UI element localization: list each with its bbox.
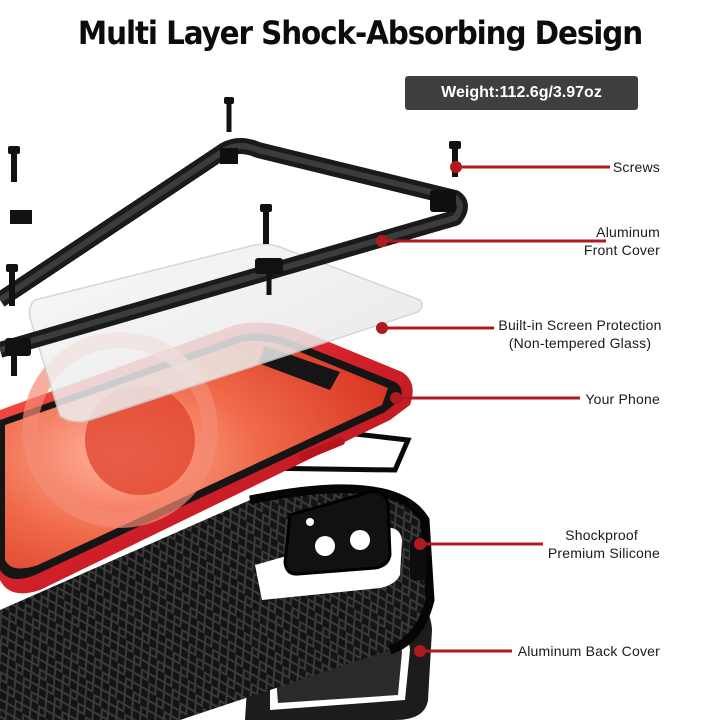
camera-guard-shape: [283, 490, 392, 576]
label-screen-protection-line-2: (Non-tempered Glass): [508, 335, 652, 351]
screw-6: [264, 260, 274, 295]
screw-1: [224, 97, 234, 132]
page-title: Multi Layer Shock-Absorbing Design: [77, 14, 643, 52]
callout-line-phone: [390, 392, 580, 404]
callout-line-silicone: [414, 538, 543, 550]
label-front-cover-line-1: Aluminum: [596, 224, 660, 240]
label-phone-line-1: Your Phone: [585, 391, 660, 407]
front-cover-shape: [0, 138, 468, 358]
screw-3: [8, 146, 20, 182]
weight-badge: Weight:112.6g/3.97oz: [405, 76, 638, 110]
callout-line-front-cover: [376, 235, 606, 247]
label-front-cover: Aluminum Front Cover: [584, 223, 660, 259]
label-front-cover-line-2: Front Cover: [583, 242, 660, 258]
label-screws-line-1: Screws: [612, 159, 660, 175]
callout-line-screws: [450, 161, 610, 173]
label-back-cover: Aluminum Back Cover: [518, 642, 660, 660]
label-screen-protection: Built-in Screen Protection (Non-tempered…: [497, 316, 663, 352]
label-silicone-line-1: Shockproof: [565, 527, 638, 543]
label-silicone: Shockproof Premium Silicone: [548, 526, 660, 562]
label-silicone-line-2: Premium Silicone: [547, 545, 660, 561]
label-screen-protection-line-1: Built-in Screen Protection: [498, 317, 662, 333]
callout-lines: [376, 161, 610, 657]
label-phone: Your Phone: [585, 390, 660, 408]
screw-7: [8, 338, 20, 376]
callout-line-screen-protection: [376, 322, 494, 334]
screen-protector-shape: [28, 243, 423, 423]
screw-4: [260, 204, 272, 244]
label-back-cover-line-1: Aluminum Back Cover: [517, 643, 660, 659]
screw-5: [6, 264, 18, 306]
callout-line-back-cover: [414, 645, 512, 657]
label-screws: Screws: [613, 158, 660, 176]
